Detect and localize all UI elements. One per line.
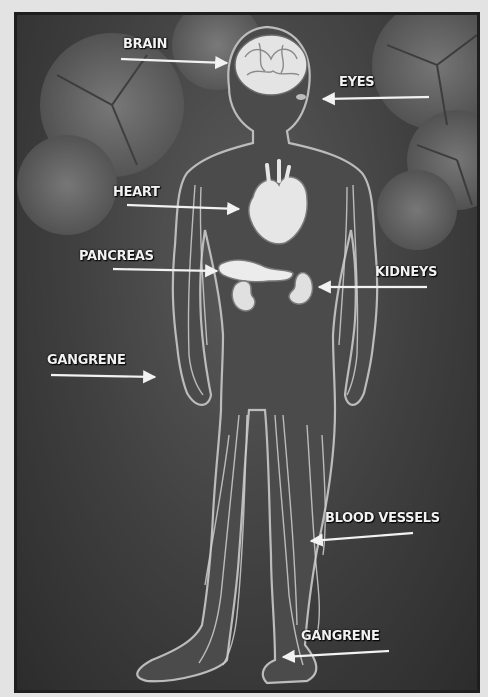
- label-gangrene-foot: GANGRENE: [301, 629, 380, 644]
- label-blood-vessels: BLOOD VESSELS: [325, 511, 440, 526]
- label-eyes: EYES: [339, 75, 374, 90]
- arrow-blood-vessels: [311, 533, 413, 541]
- label-gangrene-hand: GANGRENE: [47, 353, 126, 368]
- label-heart: HEART: [113, 185, 160, 200]
- brain-organ: [235, 35, 307, 95]
- label-kidneys: KIDNEYS: [375, 265, 437, 280]
- label-brain: BRAIN: [123, 37, 167, 52]
- arrow-gangrene-hand: [51, 375, 155, 377]
- label-pancreas: PANCREAS: [79, 249, 154, 264]
- diagram-panel: BRAIN EYES HEART PANCREAS KIDNEYS GANGRE…: [14, 12, 480, 693]
- eye-mark: [296, 94, 306, 100]
